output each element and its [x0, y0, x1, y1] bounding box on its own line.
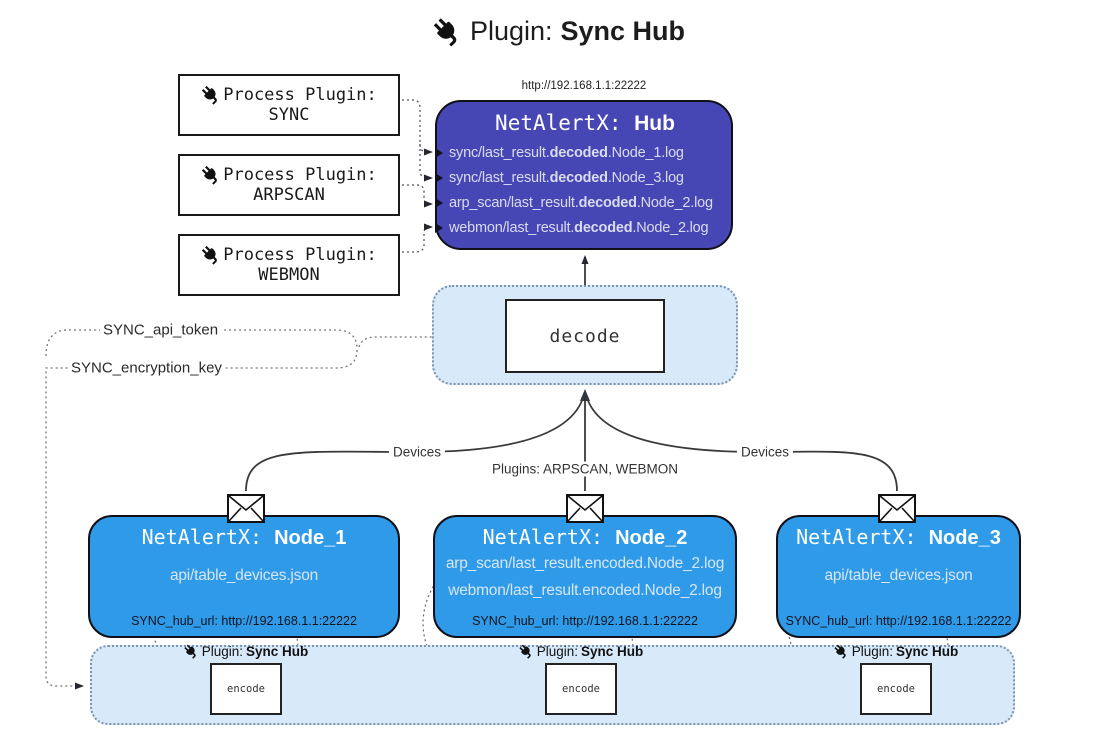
node-title: NetAlertX: Node_1 — [141, 525, 347, 549]
node-1-box: NetAlertX: Node_1 api/table_devices.json… — [88, 515, 400, 638]
encode-plugin-label: Plugin: Sync Hub — [519, 644, 643, 659]
encode-step: encode — [860, 663, 932, 715]
encode-plugin-label: Plugin: Sync Hub — [184, 644, 308, 659]
encode-step: encode — [210, 663, 282, 715]
devices-label-left: Devices — [388, 444, 446, 460]
node-file: api/table_devices.json — [824, 567, 973, 584]
node-file: api/table_devices.json — [169, 567, 319, 584]
process-plugin-name: ARPSCAN — [253, 185, 325, 205]
process-plugin-webmon: Process Plugin: WEBMON — [178, 234, 400, 296]
hub-title-pre: NetAlertX: — [495, 111, 635, 135]
node-hub-url: SYNC_hub_url: http://192.168.1.1:22222 — [785, 614, 1012, 628]
hub-url: http://192.168.1.1:22222 — [521, 80, 647, 92]
node-file: webmon/last_result.encoded.Node_2.log — [448, 582, 722, 599]
plug-icon — [834, 644, 849, 659]
node-title: NetAlertX: Node_3 — [796, 525, 1001, 549]
process-plugin-arpscan: Process Plugin: ARPSCAN — [178, 154, 400, 216]
plug-icon — [201, 85, 221, 105]
plug-icon — [201, 165, 221, 185]
process-plugin-label: Process Plugin: — [223, 85, 377, 105]
hub-title-bold: Hub — [634, 112, 675, 135]
page-title-text: Plugin: — [469, 16, 553, 46]
sync-api-token-label: SYNC_api_token — [100, 321, 222, 339]
hub-title: NetAlertX: Hub — [449, 111, 721, 136]
hub-box: NetAlertX: Hub sync/last_result.decoded.… — [435, 100, 733, 250]
hub-log-line: arp_scan/last_result.decoded.Node_2.log — [435, 191, 721, 216]
envelope-icon — [227, 494, 265, 523]
devices-label-right: Devices — [736, 444, 794, 460]
process-plugin-label: Process Plugin: — [223, 245, 377, 265]
plug-icon — [184, 644, 199, 659]
encode-step: encode — [545, 663, 617, 715]
hub-log-line: sync/last_result.decoded.Node_1.log — [435, 141, 721, 166]
node-hub-url: SYNC_hub_url: http://192.168.1.1:22222 — [131, 614, 357, 628]
process-plugin-sync: Process Plugin: SYNC — [178, 74, 400, 136]
sync-encryption-key-label: SYNC_encryption_key — [68, 359, 225, 377]
node-2-box: NetAlertX: Node_2 arp_scan/last_result.e… — [433, 515, 737, 638]
node-file: arp_scan/last_result.encoded.Node_2.log — [445, 555, 725, 572]
plug-icon — [432, 17, 462, 47]
hub-log-line: webmon/last_result.decoded.Node_2.log — [435, 216, 721, 241]
decode-step: decode — [505, 299, 665, 373]
arrow-right-icon — [435, 198, 443, 208]
plugins-label-middle: Plugins: ARPSCAN, WEBMON — [487, 461, 683, 477]
arrow-right-icon — [435, 223, 443, 233]
envelope-icon — [878, 494, 916, 523]
process-plugin-label: Process Plugin: — [223, 165, 377, 185]
process-plugin-name: WEBMON — [258, 265, 320, 285]
arrow-right-icon — [435, 173, 443, 183]
arrow-right-icon — [435, 148, 443, 158]
envelope-icon — [566, 494, 604, 523]
hub-log-line: sync/last_result.decoded.Node_3.log — [435, 166, 721, 191]
node-hub-url: SYNC_hub_url: http://192.168.1.1:22222 — [472, 614, 698, 628]
node-3-box: NetAlertX: Node_3 api/table_devices.json… — [776, 515, 1021, 638]
node-title: NetAlertX: Node_2 — [482, 525, 688, 549]
plug-icon — [201, 245, 221, 265]
page-title-bold: Sync Hub — [560, 16, 686, 46]
page-title: Plugin: Sync Hub — [432, 16, 685, 47]
process-plugin-name: SYNC — [268, 105, 310, 125]
plug-icon — [519, 644, 534, 659]
encode-plugin-label: Plugin: Sync Hub — [834, 644, 958, 659]
